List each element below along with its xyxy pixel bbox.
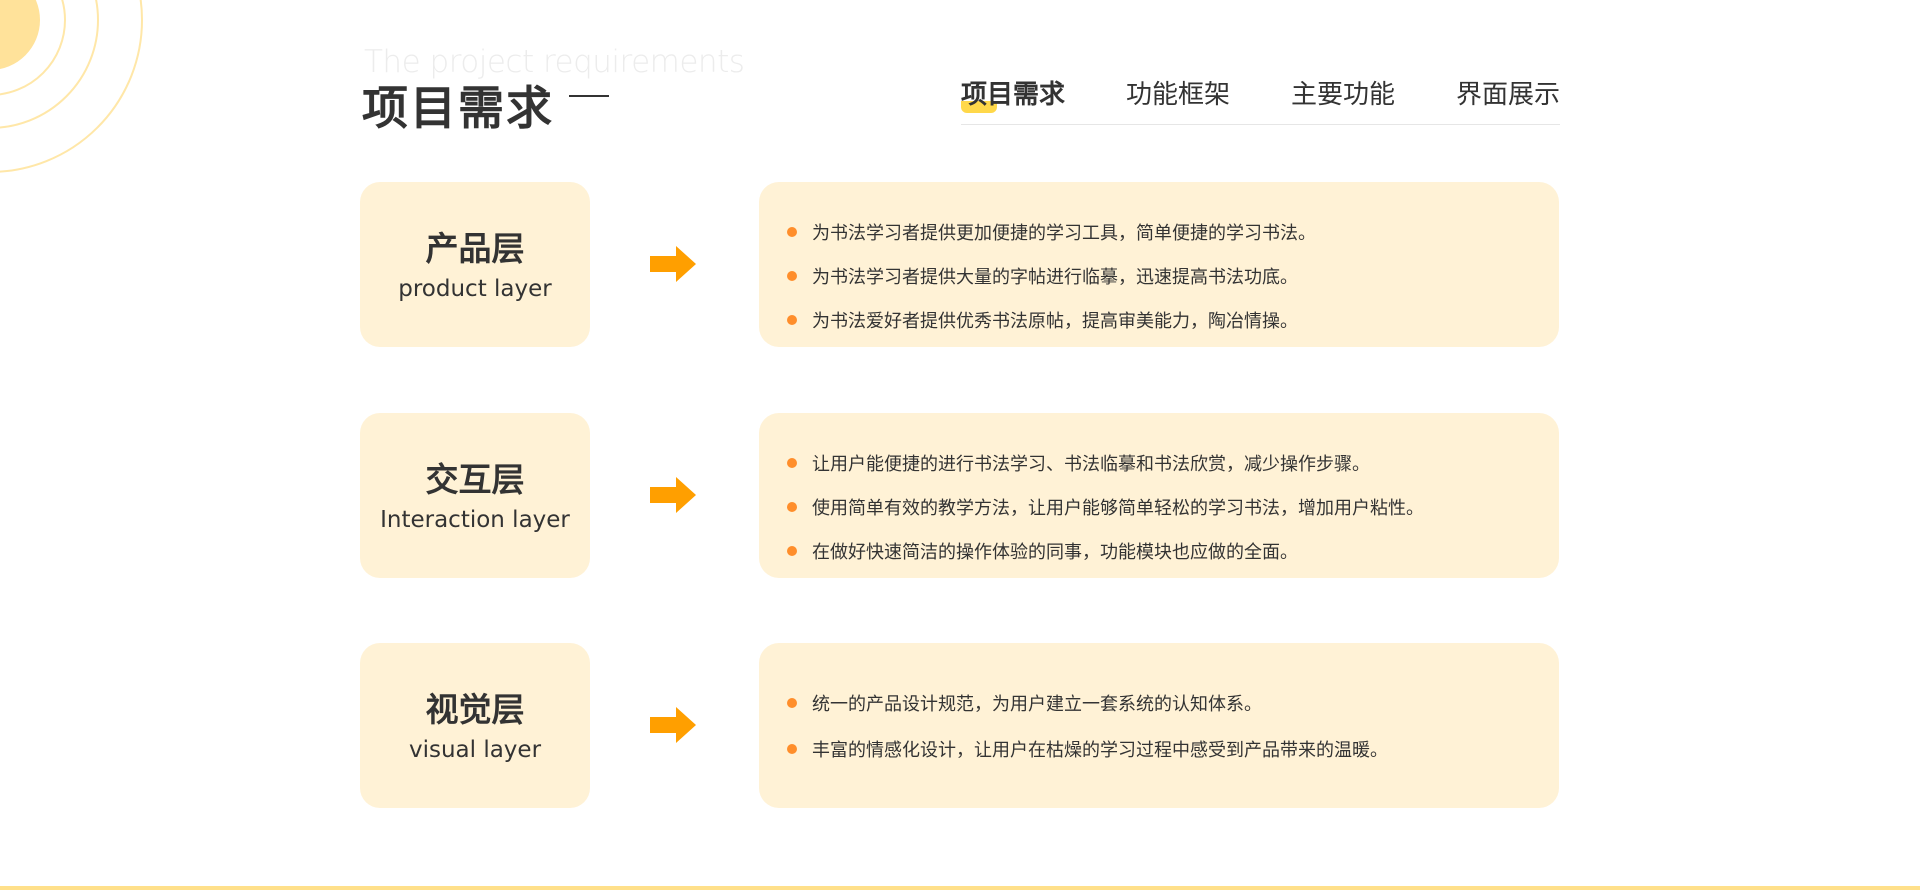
bullet-icon — [787, 698, 797, 708]
list-item: 使用简单有效的教学方法，让用户能够简单轻松的学习书法，增加用户粘性。 — [787, 485, 1559, 529]
section-nav: 项目需求 功能框架 主要功能 界面展示 — [961, 78, 1560, 125]
requirement-row-interaction: 交互层 Interaction layer 让用户能便捷的进行书法学习、书法临摹… — [360, 413, 1560, 578]
page-title: 项目需求 — [362, 81, 554, 135]
bottom-divider — [0, 886, 1920, 890]
layer-title: 交互层 — [425, 460, 525, 499]
item-text: 为书法学习者提供更加便捷的学习工具，简单便捷的学习书法。 — [812, 223, 1316, 244]
page-subtitle: The project requirements — [364, 44, 745, 80]
arrow-right-icon — [650, 477, 696, 513]
layer-subtitle: product layer — [398, 276, 552, 302]
list-item: 在做好快速简洁的操作体验的同事，功能模块也应做的全面。 — [787, 529, 1559, 573]
arrow-right-icon — [650, 707, 696, 743]
item-text: 为书法学习者提供大量的字帖进行临摹，迅速提高书法功底。 — [812, 267, 1298, 288]
bullet-icon — [787, 744, 797, 754]
layer-subtitle: Interaction layer — [380, 507, 570, 533]
requirement-list: 让用户能便捷的进行书法学习、书法临摹和书法欣赏，减少操作步骤。 使用简单有效的教… — [759, 413, 1559, 578]
requirement-row-product: 产品层 product layer 为书法学习者提供更加便捷的学习工具，简单便捷… — [360, 182, 1560, 347]
tab-project-requirements[interactable]: 项目需求 — [961, 78, 1065, 118]
requirement-row-visual: 视觉层 visual layer 统一的产品设计规范，为用户建立一套系统的认知体… — [360, 643, 1560, 808]
bullet-icon — [787, 546, 797, 556]
layer-title: 产品层 — [425, 229, 525, 268]
list-item: 统一的产品设计规范，为用户建立一套系统的认知体系。 — [787, 680, 1559, 726]
arrow-right-icon — [650, 246, 696, 282]
list-item: 为书法学习者提供更加便捷的学习工具，简单便捷的学习书法。 — [787, 210, 1559, 254]
list-item: 丰富的情感化设计，让用户在枯燥的学习过程中感受到产品带来的温暖。 — [787, 726, 1559, 772]
item-text: 让用户能便捷的进行书法学习、书法临摹和书法欣赏，减少操作步骤。 — [812, 454, 1370, 475]
bullet-icon — [787, 502, 797, 512]
bullet-icon — [787, 458, 797, 468]
layer-card: 产品层 product layer — [360, 182, 590, 347]
list-item: 为书法爱好者提供优秀书法原帖，提高审美能力，陶冶情操。 — [787, 298, 1559, 342]
item-text: 为书法爱好者提供优秀书法原帖，提高审美能力，陶冶情操。 — [812, 311, 1298, 332]
layer-card: 交互层 Interaction layer — [360, 413, 590, 578]
requirement-list: 统一的产品设计规范，为用户建立一套系统的认知体系。 丰富的情感化设计，让用户在枯… — [759, 643, 1559, 808]
decorative-circles — [0, 0, 143, 173]
layer-card: 视觉层 visual layer — [360, 643, 590, 808]
tab-label: 项目需求 — [961, 80, 1066, 110]
item-text: 统一的产品设计规范，为用户建立一套系统的认知体系。 — [812, 694, 1262, 715]
item-text: 使用简单有效的教学方法，让用户能够简单轻松的学习书法，增加用户粘性。 — [812, 498, 1424, 519]
item-text: 在做好快速简洁的操作体验的同事，功能模块也应做的全面。 — [812, 542, 1298, 563]
tab-function-framework[interactable]: 功能框架 — [1125, 80, 1230, 110]
bullet-icon — [787, 227, 797, 237]
item-text: 丰富的情感化设计，让用户在枯燥的学习过程中感受到产品带来的温暖。 — [812, 740, 1388, 761]
requirement-list: 为书法学习者提供更加便捷的学习工具，简单便捷的学习书法。 为书法学习者提供大量的… — [759, 182, 1559, 347]
list-item: 让用户能便捷的进行书法学习、书法临摹和书法欣赏，减少操作步骤。 — [787, 441, 1559, 485]
list-item: 为书法学习者提供大量的字帖进行临摹，迅速提高书法功底。 — [787, 254, 1559, 298]
bullet-icon — [787, 315, 797, 325]
layer-subtitle: visual layer — [408, 737, 542, 763]
layer-title: 视觉层 — [425, 690, 525, 729]
title-dash — [569, 95, 609, 97]
bullet-icon — [787, 271, 797, 281]
tab-interface-display[interactable]: 界面展示 — [1455, 80, 1560, 110]
tab-main-functions[interactable]: 主要功能 — [1290, 80, 1395, 110]
